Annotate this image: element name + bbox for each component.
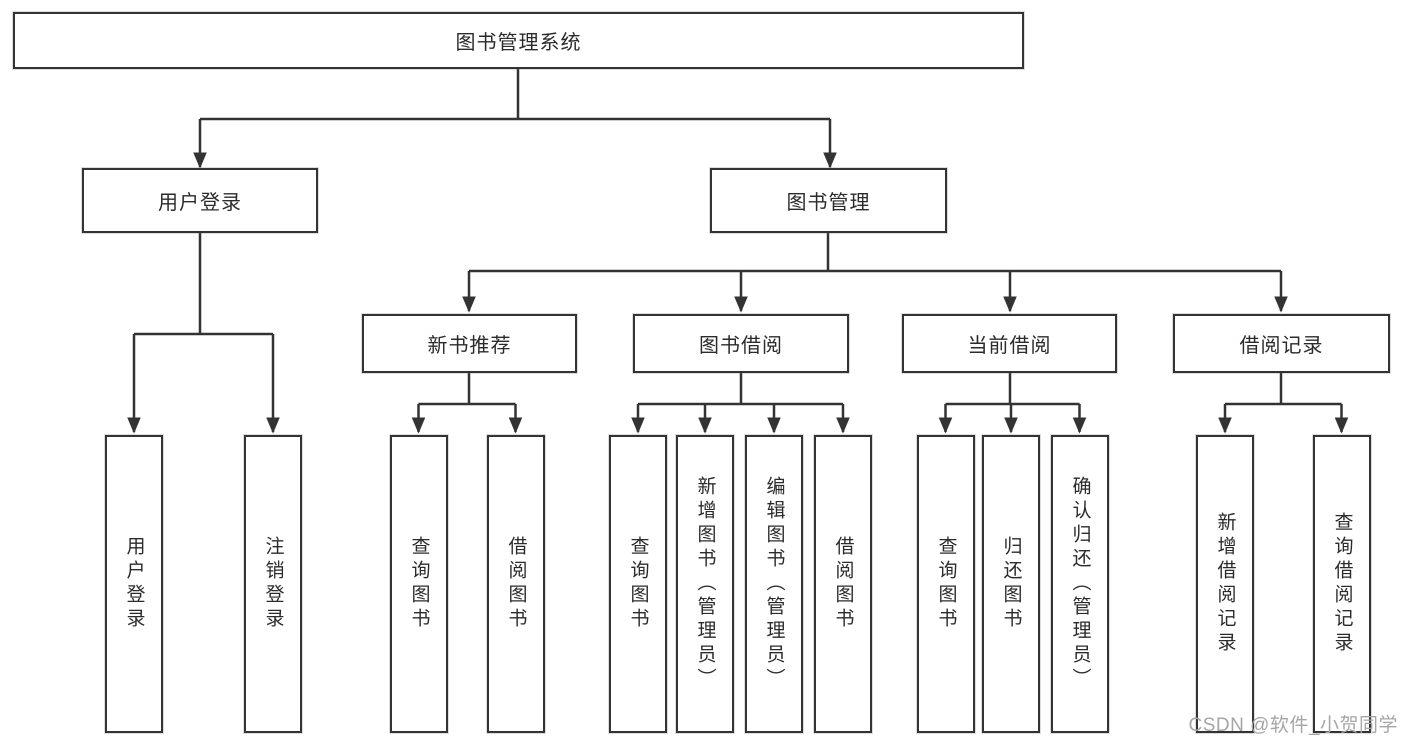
node-label: 借阅图书 [832,536,854,632]
node-label: 查询图书 [408,536,430,632]
node-label: 用户登录 [158,192,242,214]
node-label: 用户登录 [123,536,145,632]
node-label: 确认归还（管理员） [1069,476,1091,692]
node-label: 查询借阅记录 [1331,512,1353,656]
node-label: 新增借阅记录 [1214,512,1236,656]
node-label: 借阅图书 [505,536,527,632]
edge-bookmgmt-to-level3 [462,233,1288,313]
node-label: 归还图书 [1000,536,1022,632]
leaf-records-add-record: 新增借阅记录 [1196,435,1254,733]
leaf-current-return-book: 归还图书 [982,435,1040,733]
node-label: 图书管理系统 [455,32,582,54]
leaf-borrowing-query-book: 查询图书 [609,435,667,733]
node-label: 查询图书 [935,536,957,632]
node-label: 图书管理 [786,192,871,214]
node-label: 借阅记录 [1239,335,1324,357]
leaf-current-query-book: 查询图书 [917,435,975,733]
csdn-watermark: CSDN @软件_小贺同学 [1188,715,1398,736]
node-label: 新书推荐 [427,335,512,357]
leaf-current-confirm-return-admin: 确认归还（管理员） [1051,435,1109,733]
leaf-borrowing-add-book-admin: 新增图书（管理员） [676,435,734,733]
node-user-login: 用户登录 [82,168,318,233]
edge-root-to-level2 [193,69,837,169]
node-current-borrowing: 当前借阅 [902,314,1117,373]
node-label: 编辑图书（管理员） [763,476,785,692]
leaf-borrowing-edit-book-admin: 编辑图书（管理员） [745,435,803,733]
node-borrowing-records: 借阅记录 [1173,314,1390,373]
node-label: 新增图书（管理员） [694,476,716,692]
leaf-borrowing-borrow-book: 借阅图书 [814,435,872,733]
leaf-user-login: 用户登录 [105,435,163,733]
leaf-recommend-borrow-book: 借阅图书 [487,435,545,733]
leaf-records-query-record: 查询借阅记录 [1313,435,1371,733]
node-label: 当前借阅 [967,335,1052,357]
node-book-borrowing: 图书借阅 [633,314,849,373]
leaf-logout: 注销登录 [244,435,302,733]
node-label: 注销登录 [262,536,284,632]
leaf-recommend-query-book: 查询图书 [390,435,448,733]
node-root-system: 图书管理系统 [13,12,1024,69]
node-label: 图书借阅 [699,335,783,357]
node-label: 查询图书 [627,536,649,632]
edge-userlogin-to-leaves [127,233,280,434]
edge-level3-to-leaves [411,373,1349,434]
node-book-management: 图书管理 [710,168,947,233]
node-new-book-recommend: 新书推荐 [362,314,577,373]
